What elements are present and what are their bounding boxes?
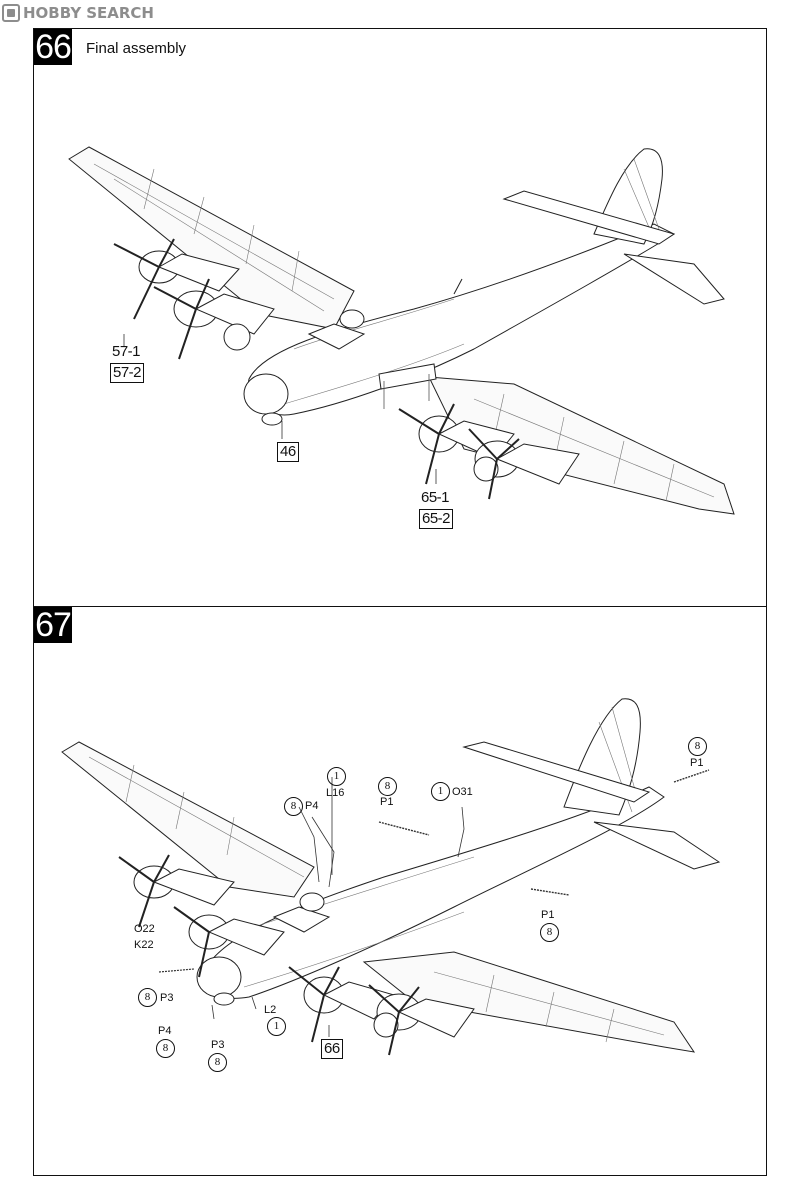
part-label-l2: L2 [264,1004,277,1016]
step-67-panel: 67 [33,606,767,1176]
part-sprue-circle-8: 8 [540,923,559,942]
watermark-brand: HOBBY [23,4,82,22]
step-number: 66 [34,28,72,66]
part-label-p1: P1 [690,757,704,769]
part-sprue-circle-8: 8 [156,1039,175,1058]
watermark-text: SEARCH [86,4,154,22]
part-sprue-circle-8: 8 [688,737,707,756]
part-label-p3: P3 [160,992,174,1004]
part-label-p1: P1 [541,909,555,921]
part-label-o31: O31 [452,786,473,798]
step-title: Final assembly [86,40,187,57]
step-66-panel: 66 Final assembly [33,28,767,607]
part-sprue-circle-8: 8 [284,797,303,816]
part-label-65-1: 65-1 [421,489,450,506]
part-sprue-circle-8: 8 [378,777,397,796]
watermark: HOBBY SEARCH [2,4,154,22]
part-label-p4: P4 [305,800,319,812]
part-label-65-2: 65-2 [419,509,454,529]
part-label-57-2: 57-2 [110,363,145,383]
part-label-p1: P1 [380,796,394,808]
aircraft-illustration [61,698,721,1056]
part-label-o22: O22 [134,923,155,935]
part-label-l16: L16 [326,787,345,799]
part-label-k22: K22 [134,939,154,951]
step-number: 67 [34,606,72,644]
part-sprue-circle-8: 8 [138,988,157,1007]
part-sprue-circle-1: 1 [267,1017,286,1036]
part-label-p4: P4 [158,1025,172,1037]
aircraft-illustration [68,146,735,515]
part-sprue-circle-1: 1 [431,782,450,801]
part-label-57-1: 57-1 [112,343,141,360]
part-label-p3: P3 [211,1039,225,1051]
part-sprue-circle-1: 1 [327,767,346,786]
part-label-46: 46 [277,442,299,462]
hobby-logo-icon [2,4,20,22]
part-sprue-circle-8: 8 [208,1053,227,1072]
step-reference-66: 66 [321,1039,343,1059]
